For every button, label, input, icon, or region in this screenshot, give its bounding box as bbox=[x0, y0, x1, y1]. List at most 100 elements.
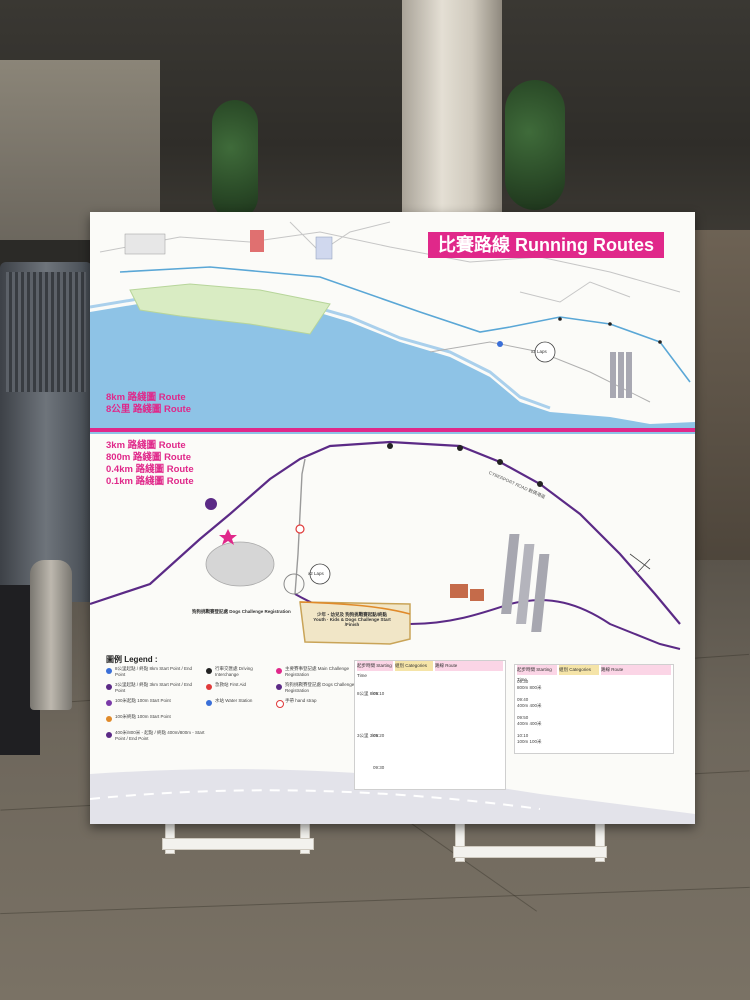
legend-item: 100米起點 100m Start Point bbox=[115, 698, 171, 703]
row-distance: 100m 100米 bbox=[517, 739, 542, 744]
interchange-dot-3 bbox=[658, 340, 662, 344]
main-registration-star-icon bbox=[276, 668, 282, 674]
right-wall bbox=[690, 230, 750, 600]
tower-icon-2 bbox=[618, 352, 624, 398]
interchange-icon bbox=[206, 668, 212, 674]
route-label-100m: 0.1km 路綫圖 Route bbox=[106, 476, 194, 487]
sports-centre bbox=[129, 283, 331, 335]
legend-item: 行車交匯處 Driving Interchange bbox=[215, 666, 253, 677]
dogs-registration-label: 狗狗挑戰賽登記處 Dogs Challenge Registration bbox=[192, 609, 291, 614]
left-wall bbox=[0, 60, 160, 240]
building-icon-3 bbox=[315, 236, 333, 260]
hand-strap-marker bbox=[295, 524, 305, 534]
street bbox=[99, 231, 681, 293]
upper-map bbox=[90, 221, 695, 434]
first-aid-icon bbox=[206, 684, 212, 690]
route-label-400m: 0.4km 路綫圖 Route bbox=[106, 464, 194, 475]
legend-item: 400米/800米 - 起點 / 終點 400m/800m - Start Po… bbox=[115, 730, 205, 741]
legend-item: 8公里起點 / 終點 8km Start Point / End Point bbox=[115, 666, 193, 677]
legend-item: 水站 Water Station bbox=[215, 698, 253, 703]
row-distance: 400m 400米 bbox=[517, 721, 542, 726]
house-icon-2 bbox=[470, 589, 484, 601]
start-marker bbox=[497, 341, 503, 347]
row-time: 09:20 bbox=[373, 733, 385, 738]
tower-icon-lower-3 bbox=[531, 554, 550, 632]
interchange-dot bbox=[558, 317, 562, 321]
stand-foot-left bbox=[162, 838, 314, 850]
lower-route-legend: 3km 路綫圖 Route 800m 路綫圖 Route 0.4km 路綫圖 R… bbox=[106, 440, 194, 488]
board-title: 比賽路線 Running Routes bbox=[428, 232, 664, 258]
route-3km bbox=[90, 440, 681, 625]
legend-item: 急救站 First Aid bbox=[215, 682, 247, 687]
laps-badge-lower bbox=[309, 563, 331, 585]
sea bbox=[90, 297, 695, 434]
tower-icon-lower-2 bbox=[516, 544, 535, 624]
roundabout bbox=[283, 573, 305, 595]
row-time: 09:40 bbox=[517, 697, 529, 702]
header-category: 組別 Categories bbox=[559, 665, 599, 675]
upper-route-legend: 8km 路綫圖 Route 8公里 路綫圖 Route bbox=[106, 392, 191, 416]
route-label-8km-zh: 8公里 路綫圖 Route bbox=[106, 404, 191, 415]
start-400m-icon bbox=[106, 732, 112, 738]
plant-left bbox=[212, 100, 258, 220]
laps-text-lower: x2 Laps bbox=[308, 571, 324, 576]
water-station-icon bbox=[206, 700, 212, 706]
building-icon-2 bbox=[250, 230, 264, 252]
route-8km bbox=[119, 266, 691, 383]
route-label-800m: 800m 路綫圖 Route bbox=[106, 452, 191, 463]
legend-item: 手帶 hand strap bbox=[285, 698, 317, 703]
tower-icon-3 bbox=[626, 352, 632, 398]
laps-badge-upper bbox=[534, 341, 556, 363]
dogs-registration-star-icon bbox=[276, 684, 282, 690]
interchange-dot-lower-2 bbox=[457, 445, 463, 451]
row-distance: 400m 400米 bbox=[517, 703, 542, 708]
schedule-table-right: 起步時間 Starting Time 組別 Categories 路線 Rout… bbox=[514, 664, 674, 754]
building-icon bbox=[124, 233, 166, 255]
map-legend: 圖例 Legend : 8公里起點 / 終點 8km Start Point /… bbox=[102, 654, 355, 764]
pillar bbox=[402, 0, 502, 218]
tower-icon bbox=[610, 352, 616, 398]
start-100m-icon bbox=[106, 700, 112, 706]
start-3km-icon bbox=[106, 684, 112, 690]
arena-building-icon bbox=[205, 541, 275, 587]
row-time: 09:30 bbox=[373, 765, 385, 770]
route-map-board: 比賽路線 Running Routes x3 Laps 8km 路綫圖 Rout… bbox=[90, 212, 695, 824]
legend-item: 100米終點 100m Start Point bbox=[115, 714, 171, 719]
legend-item: 3公里起點 / 終點 3km Start Point / End Point bbox=[115, 682, 193, 693]
header-time: 起步時間 Starting Time bbox=[357, 661, 393, 678]
start-finish-area bbox=[299, 601, 411, 645]
row-distance: 800m 800米 bbox=[517, 685, 542, 690]
header-route: 路線 Route bbox=[601, 665, 671, 675]
start-finish-label: 少年・幼兒及 狗狗挑戰賽起點/終點 Youth · Kids & Dogs Ch… bbox=[313, 612, 391, 627]
interchange-dot-2 bbox=[608, 322, 612, 326]
laps-text-upper: x3 Laps bbox=[531, 349, 547, 354]
tower-icon-lower bbox=[501, 534, 520, 614]
legend-title: 圖例 Legend : bbox=[106, 655, 158, 664]
row-distance: 8公里 8km bbox=[357, 691, 379, 696]
route-label-8km: 8km 路綫圖 Route bbox=[106, 392, 186, 403]
start-8km-icon bbox=[106, 668, 112, 674]
street-2 bbox=[289, 221, 391, 253]
legend-item: 主要賽事登記處 Main Challenge Registration bbox=[285, 666, 350, 677]
chair bbox=[30, 560, 72, 710]
row-distance: 3公里 3km bbox=[357, 733, 379, 738]
house-icon bbox=[450, 584, 468, 598]
schedule-table-left: 起步時間 Starting Time 組別 Categories 路線 Rout… bbox=[354, 660, 506, 790]
route-100m bbox=[299, 601, 411, 615]
end-100m-icon bbox=[106, 716, 112, 722]
header-route: 路線 Route bbox=[435, 661, 503, 671]
interchange-dot-lower-4 bbox=[537, 481, 543, 487]
row-time: 09:50 bbox=[517, 715, 529, 720]
north-arrow-icon-2 bbox=[637, 558, 651, 573]
row-time: 09:10 bbox=[373, 691, 385, 696]
interchange-road bbox=[294, 458, 306, 595]
divider-bar bbox=[90, 428, 695, 432]
route-label-3km: 3km 路綫圖 Route bbox=[106, 440, 186, 451]
legend-item: 狗狗挑戰賽登記處 Dogs Challenge Registration bbox=[285, 682, 355, 693]
row-time: 10:10 bbox=[517, 733, 529, 738]
street-3 bbox=[519, 281, 631, 303]
stand-foot-right bbox=[453, 846, 607, 858]
info-kiosk bbox=[0, 262, 92, 602]
hand-strap-icon bbox=[276, 700, 284, 708]
